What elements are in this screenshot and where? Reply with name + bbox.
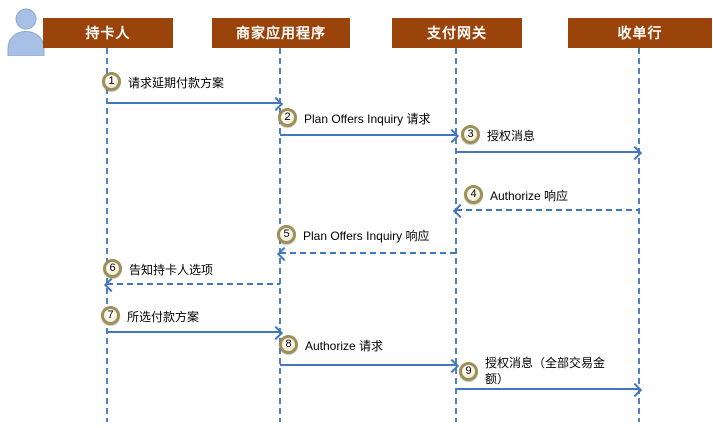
message-arrow-3 xyxy=(456,145,643,161)
lifeline-payment-gateway xyxy=(455,48,457,422)
message-arrow-5 xyxy=(276,246,456,262)
message-label-8: Authorize 请求 xyxy=(305,339,384,353)
person-icon xyxy=(4,6,48,61)
message-arrow-1 xyxy=(107,96,284,112)
step-badge-3: 3 xyxy=(461,125,480,144)
message-label-1: 请求延期付款方案 xyxy=(128,76,225,90)
message-label-7: 所选付款方案 xyxy=(127,310,200,324)
step-badge-2: 2 xyxy=(278,108,297,127)
message-arrow-6 xyxy=(103,277,280,293)
step-badge-6: 6 xyxy=(103,259,122,278)
step-badge-1: 1 xyxy=(102,72,121,91)
actor-acquirer: 收单行 xyxy=(568,18,712,48)
lifeline-cardholder xyxy=(106,48,108,422)
step-badge-8: 8 xyxy=(279,335,298,354)
message-label-2: Plan Offers Inquiry 请求 xyxy=(304,112,431,126)
message-label-5: Plan Offers Inquiry 响应 xyxy=(303,229,430,243)
message-arrow-2 xyxy=(280,128,460,144)
step-badge-9: 9 xyxy=(459,362,478,381)
step-badge-7: 7 xyxy=(101,306,120,325)
actor-merchant-app: 商家应用程序 xyxy=(212,18,350,48)
message-label-4: Authorize 响应 xyxy=(490,189,569,203)
message-arrow-7 xyxy=(107,325,284,341)
message-label-3: 授权消息 xyxy=(487,129,536,143)
step-badge-4: 4 xyxy=(464,185,483,204)
message-arrow-8 xyxy=(280,358,460,374)
message-label-9: 授权消息（全部交易金额） xyxy=(485,356,606,386)
step-badge-5: 5 xyxy=(277,225,296,244)
message-arrow-4 xyxy=(452,203,639,219)
message-arrow-9 xyxy=(456,382,643,398)
lifeline-acquirer xyxy=(638,48,640,422)
actor-payment-gateway: 支付网关 xyxy=(392,18,522,48)
actor-cardholder: 持卡人 xyxy=(43,18,173,48)
message-label-6: 告知持卡人选项 xyxy=(129,263,214,277)
